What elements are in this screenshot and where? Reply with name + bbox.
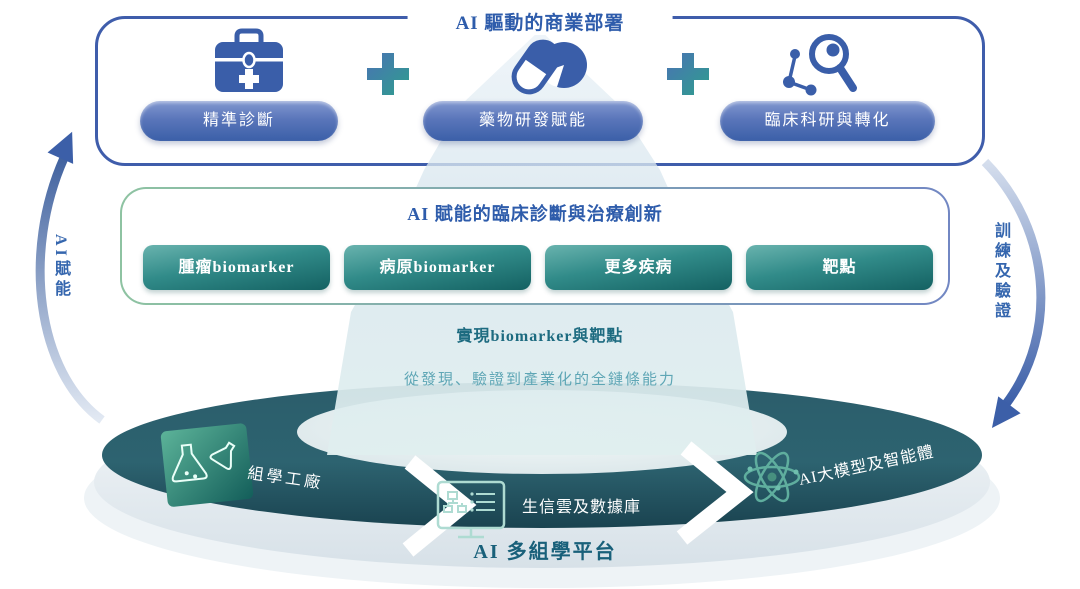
plus-icon xyxy=(362,48,414,105)
innovation-item-more-diseases: 更多疾病 xyxy=(545,245,732,290)
bioinformatics-monitor-icon xyxy=(436,480,506,539)
left-up-arrow xyxy=(35,156,105,424)
left-arrow-label: AI賦能 xyxy=(52,234,69,300)
platform-title: AI 多組學平台 xyxy=(473,539,616,563)
right-arrowhead-icon xyxy=(991,396,1021,428)
middle-section-title: AI 賦能的臨床診斷與治療創新 xyxy=(407,204,663,224)
flask-cube-icon xyxy=(160,423,254,507)
stage-label-bioinformatics-cloud: 生信雲及數據庫 xyxy=(522,498,641,516)
innovation-item-tumor-biomarker: 腫瘤biomarker xyxy=(143,245,330,290)
right-arrow-label: 訓練及驗證 xyxy=(992,222,1009,322)
medical-kit-icon xyxy=(203,27,295,104)
chevron-separator-icon xyxy=(676,441,754,545)
left-arrowhead-icon xyxy=(47,131,74,164)
innovation-item-targets: 靶點 xyxy=(746,245,933,290)
right-down-arrow xyxy=(981,158,1046,407)
atom-icon xyxy=(743,451,801,503)
pill-pie-icon xyxy=(498,27,594,110)
plus-icon xyxy=(662,48,714,105)
deployment-item-clinical-research: 臨床科研與轉化 xyxy=(720,101,935,141)
deployment-item-precision-diagnosis: 精準診斷 xyxy=(140,101,338,141)
magnifier-molecule-icon xyxy=(775,26,867,107)
innovation-item-pathogen-biomarker: 病原biomarker xyxy=(344,245,531,290)
beam-headline: 實現biomarker與靶點 xyxy=(456,328,624,345)
top-section-title: AI 驅動的商業部署 xyxy=(407,8,673,35)
beam-subline: 從發現、驗證到產業化的全鏈條能力 xyxy=(403,372,676,388)
deployment-item-drug-rd: 藥物研發賦能 xyxy=(423,101,643,141)
